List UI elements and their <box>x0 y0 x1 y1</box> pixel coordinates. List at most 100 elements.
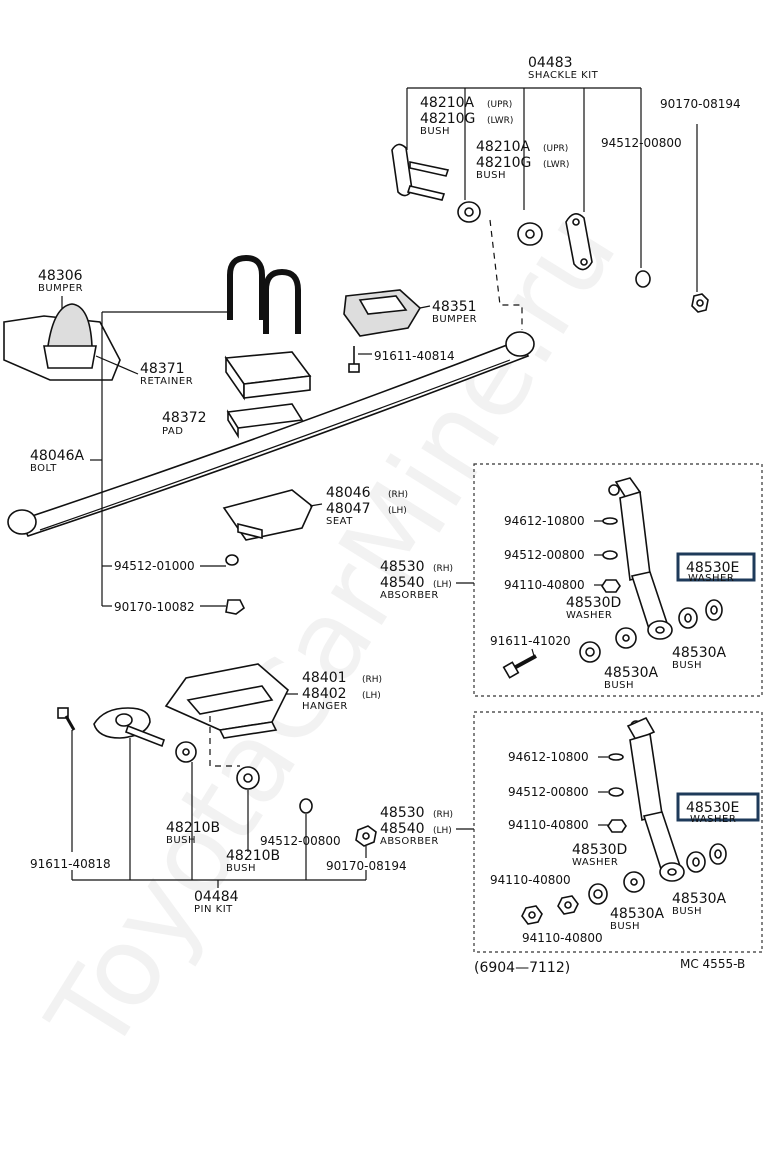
shackle-nut2-icon <box>691 293 709 313</box>
bolt2-number[interactable]: 91611-40814 <box>374 349 455 363</box>
pad-number[interactable]: 48372 <box>162 410 207 426</box>
svg-text:RETAINER: RETAINER <box>140 376 193 387</box>
absorber-top-p2-number[interactable]: 94512-00800 <box>504 548 585 562</box>
svg-text:BUMPER: BUMPER <box>38 283 83 294</box>
bush-a1-bottom-icon <box>686 851 706 873</box>
hanger-bolt-icon <box>57 707 76 731</box>
hanger-nut1-number[interactable]: 94512-00800 <box>260 834 341 848</box>
absorber-bottom-washer-e-number[interactable]: 48530E <box>686 800 739 816</box>
hanger-bush1-number[interactable]: 48210B <box>166 820 220 836</box>
hanger-bush2-number[interactable]: 48210B <box>226 848 280 864</box>
absorber-top-p1-number[interactable]: 94612-10800 <box>504 514 585 528</box>
svg-text:(RH): (RH) <box>433 564 453 574</box>
seat-nut-a-number[interactable]: 94512-01000 <box>114 559 195 573</box>
shackle-bush-a-number[interactable]: 48210A <box>420 95 475 111</box>
svg-text:BUSH: BUSH <box>672 906 702 917</box>
seat-lh-number[interactable]: 48047 <box>326 501 371 517</box>
absorber-bottom-washer-d-number[interactable]: 48530D <box>572 842 627 858</box>
shackle-nut1-icon <box>635 270 651 288</box>
svg-text:SEAT: SEAT <box>326 516 353 527</box>
hanger-rh-number[interactable]: 48401 <box>302 670 347 686</box>
absorber-top-washer-e-number[interactable]: 48530E <box>686 560 739 576</box>
svg-text:BUSH: BUSH <box>226 863 256 874</box>
absorber-top-bolt-number[interactable]: 91611-41020 <box>490 634 571 648</box>
absorber-bottom-bush-a2-number[interactable]: 48530A <box>610 906 665 922</box>
svg-text:PAD: PAD <box>162 426 183 437</box>
absorber-top-washer-d-number[interactable]: 48530D <box>566 595 621 611</box>
bush-a2-top-icon <box>615 627 637 649</box>
svg-text:BUSH: BUSH <box>420 126 450 137</box>
svg-text:(RH): (RH) <box>433 810 453 820</box>
shackle-bush2-g-number[interactable]: 48210G <box>476 155 531 171</box>
svg-text:BUMPER: BUMPER <box>432 314 477 325</box>
seat-rh-number[interactable]: 48046 <box>326 485 371 501</box>
hanger-nut2-number[interactable]: 90170-08194 <box>326 859 407 873</box>
washer-e-highlight-top[interactable] <box>676 552 756 582</box>
absorber-bottom-lh-number[interactable]: 48540 <box>380 821 425 837</box>
absorber-top-rh-number[interactable]: 48530 <box>380 559 425 575</box>
absorber-top-bush-a1-number[interactable]: 48530A <box>672 645 727 661</box>
absorber-bottom-p1-number[interactable]: 94612-10800 <box>508 750 589 764</box>
hanger-bush2-icon <box>236 766 260 790</box>
pad-icon <box>226 403 304 439</box>
svg-text:WASHER: WASHER <box>688 573 734 584</box>
svg-text:(LH): (LH) <box>433 580 452 590</box>
shackle-kit-number[interactable]: 04483 <box>528 55 573 71</box>
absorber-bottom-nut-b-number[interactable]: 94110-40800 <box>522 931 603 945</box>
retainer-icon <box>224 351 312 401</box>
seat-nut-b-icon <box>225 599 246 615</box>
hanger-nut2-icon <box>355 825 377 847</box>
svg-text:BUSH: BUSH <box>476 170 506 181</box>
svg-text:(RH): (RH) <box>388 490 408 500</box>
absorber-top-lh-number[interactable]: 48540 <box>380 575 425 591</box>
diagram-code: MC 4555-B <box>680 957 745 971</box>
washer-e-top-icon <box>705 599 723 621</box>
bolt-number[interactable]: 48046A <box>30 448 85 464</box>
shackle-bush-g-number[interactable]: 48210G <box>420 111 475 127</box>
shackle-link-icon <box>565 213 593 271</box>
absorber-bottom-nut-b-icon <box>557 895 579 915</box>
absorber-top-group: 48530 (RH) 48540 (LH) ABSORBER 94612-108… <box>380 463 763 697</box>
production-range: (6904—7112) <box>474 960 570 976</box>
svg-text:PIN KIT: PIN KIT <box>194 904 233 915</box>
hanger-group: 48401 (RH) 48402 (LH) HANGER 48210B BUSH… <box>30 663 407 915</box>
absorber-bottom-frame <box>473 711 763 953</box>
svg-text:(UPR): (UPR) <box>543 144 568 154</box>
svg-text:WASHER: WASHER <box>572 857 618 868</box>
seat-icon <box>222 489 313 541</box>
shackle-kit-name: SHACKLE KIT <box>528 70 599 81</box>
hanger-bolt-number[interactable]: 91611-40818 <box>30 857 111 871</box>
bumper2-icon <box>343 289 422 337</box>
absorber-bottom-bush-a1-number[interactable]: 48530A <box>672 891 727 907</box>
bumper2-number[interactable]: 48351 <box>432 299 477 315</box>
shackle-bush2-a-number[interactable]: 48210A <box>476 139 531 155</box>
bumper-number[interactable]: 48306 <box>38 268 83 284</box>
seat-nut-b-number[interactable]: 90170-10082 <box>114 600 195 614</box>
hanger-bush1-icon <box>175 741 197 763</box>
hanger-lh-number[interactable]: 48402 <box>302 686 347 702</box>
svg-text:ABSORBER: ABSORBER <box>380 836 439 847</box>
svg-text:WASHER: WASHER <box>566 610 612 621</box>
pin-kit-number[interactable]: 04484 <box>194 889 239 905</box>
absorber-bottom-p3-number[interactable]: 94110-40800 <box>508 818 589 832</box>
bumper-icon <box>43 303 97 369</box>
shackle-nut2-number[interactable]: 90170-08194 <box>660 97 741 111</box>
bush-a2-bottom-icon <box>623 871 645 893</box>
svg-text:BOLT: BOLT <box>30 463 57 474</box>
svg-text:(LH): (LH) <box>388 506 407 516</box>
u-bolt-icon <box>227 254 301 334</box>
svg-text:HANGER: HANGER <box>302 701 348 712</box>
shock-absorber-bottom-icon <box>626 716 685 882</box>
washer-e-highlight-bottom[interactable] <box>676 792 760 822</box>
hanger-icon <box>164 663 289 739</box>
absorber-bottom-p2-number[interactable]: 94512-00800 <box>508 785 589 799</box>
absorber-bottom-rh-number[interactable]: 48530 <box>380 805 425 821</box>
retainer-number[interactable]: 48371 <box>140 361 185 377</box>
shackle-nut1-number[interactable]: 94512-00800 <box>601 136 682 150</box>
absorber-bottom-nut-a-number[interactable]: 94110-40800 <box>490 873 571 887</box>
absorber-top-bush-a2-number[interactable]: 48530A <box>604 665 659 681</box>
bolt2-icon <box>348 346 360 373</box>
absorber-top-p3-number[interactable]: 94110-40800 <box>504 578 585 592</box>
